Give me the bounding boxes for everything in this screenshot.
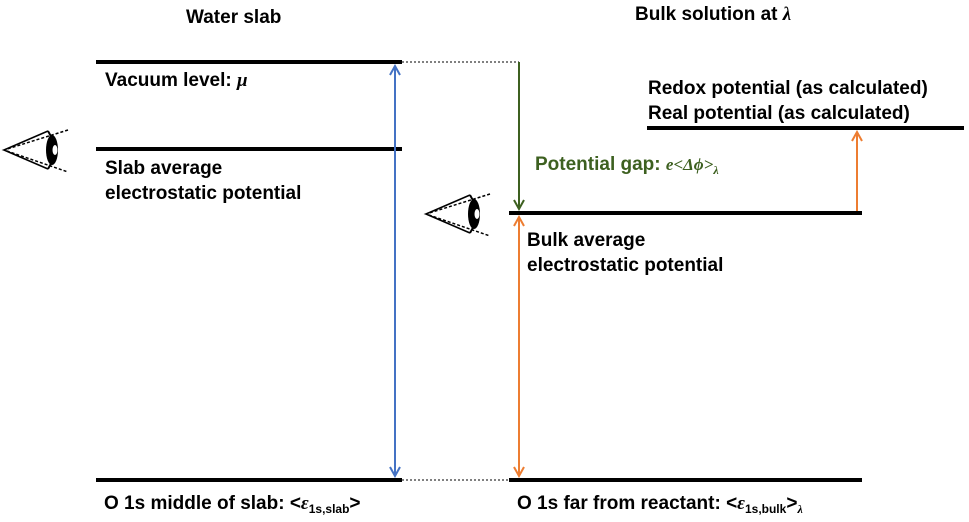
real-potential-text: Real potential (as calculated) bbox=[648, 103, 910, 124]
redox-potential-text: Redox potential (as calculated) bbox=[648, 78, 928, 99]
slab-average-label: Slab average electrostatic potential bbox=[105, 156, 301, 206]
slab-average-line2: electrostatic potential bbox=[105, 183, 302, 204]
potential-gap-text: Potential gap: bbox=[535, 154, 666, 175]
mu-symbol: μ bbox=[237, 70, 248, 91]
bulk-average-line1: Bulk average bbox=[527, 230, 646, 251]
potential-gap-label: Potential gap: e<Δϕ>λ bbox=[535, 152, 719, 183]
bulk-average-label: Bulk average electrostatic potential bbox=[527, 228, 723, 278]
o1s-slab-label: O 1s middle of slab: <ε1s,slab> bbox=[104, 491, 361, 522]
o1s-bulk-text: O 1s far from reactant: < bbox=[517, 493, 738, 514]
eye-icon-right bbox=[423, 193, 491, 237]
real-potential-label: Real potential (as calculated) bbox=[648, 101, 910, 126]
o1s-bulk-label: O 1s far from reactant: <ε1s,bulk>λ bbox=[517, 491, 803, 522]
redox-potential-label: Redox potential (as calculated) bbox=[648, 76, 928, 101]
potential-gap-lambda: λ bbox=[713, 163, 719, 177]
eye-icon-left bbox=[1, 129, 69, 173]
heading-bulk-text: Bulk solution at bbox=[635, 4, 783, 25]
o1s-bulk-subscript: 1s,bulk bbox=[744, 502, 787, 516]
bulk-average-line2: electrostatic potential bbox=[527, 255, 724, 276]
heading-bulk-solution: Bulk solution at λ bbox=[635, 2, 791, 27]
vacuum-level-text: Vacuum level: bbox=[105, 70, 238, 91]
o1s-slab-subscript: 1s,slab bbox=[308, 502, 350, 516]
heading-water-slab-text: Water slab bbox=[186, 7, 282, 28]
potential-gap-expression: e<Δϕ> bbox=[665, 155, 714, 174]
o1s-slab-text: O 1s middle of slab: < bbox=[104, 493, 301, 514]
o1s-bulk-lambda: λ bbox=[797, 502, 803, 516]
o1s-slab-close: > bbox=[349, 493, 361, 514]
epsilon-symbol-bulk: ε bbox=[737, 493, 745, 514]
heading-water-slab: Water slab bbox=[186, 5, 281, 30]
vacuum-level-label: Vacuum level: μ bbox=[105, 68, 248, 93]
slab-average-line1: Slab average bbox=[105, 158, 223, 179]
epsilon-symbol-slab: ε bbox=[300, 493, 309, 514]
lambda-symbol: λ bbox=[782, 4, 792, 25]
o1s-bulk-close: > bbox=[786, 493, 798, 514]
